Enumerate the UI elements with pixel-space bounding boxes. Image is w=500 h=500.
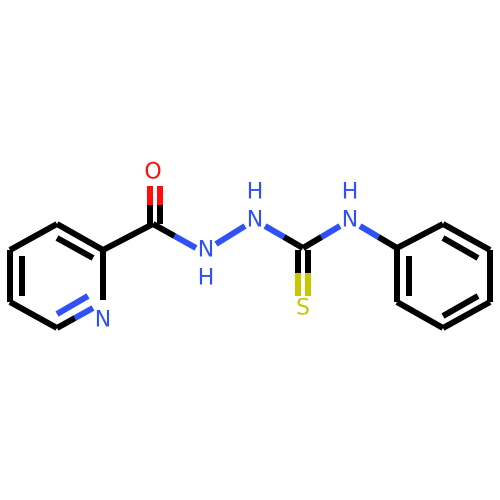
thio-bond-2-a [301, 234, 324, 251]
pyridine-nitrogen-atom-label: N [95, 308, 111, 333]
bond-layer [7, 186, 493, 331]
hydrazide-hydrogen-label: H [198, 266, 215, 291]
amine-nitrogen-atom-label: N [342, 208, 358, 233]
phenyl-inner-3 [441, 293, 480, 319]
amide-bond-a [151, 221, 176, 239]
pyridine-inner-1 [55, 235, 95, 261]
pyridine-bond-6-a [55, 315, 77, 331]
pyridine-inner-3 [55, 293, 90, 317]
hydrazine-hydrogen-label: H [247, 180, 264, 205]
thio-bond-2-b [319, 223, 342, 240]
pyridine-bond-1 [55, 221, 105, 253]
aniline-bond-a [358, 223, 381, 240]
phenyl-bond-5 [395, 299, 445, 331]
hydrazine-nitrogen-atom-label: N [247, 208, 263, 233]
phenyl-bond-1 [395, 221, 445, 251]
amide-bond-b [173, 233, 198, 251]
amine-hydrogen-label: H [342, 180, 359, 205]
aniline-bond-b [376, 234, 399, 251]
phenyl-bond-2 [441, 221, 492, 253]
hydrazine-bond [214, 223, 247, 247]
phenyl-bond-4 [441, 299, 492, 331]
thio-bond-1-a [263, 223, 286, 240]
oxygen-atom-label: O [144, 160, 161, 185]
pyridine-bond-6-b [73, 305, 95, 321]
sulfur-atom-label: S [296, 296, 310, 321]
pyridine-bond-5 [8, 299, 59, 331]
hydrazide-nitrogen-atom-label: N [198, 238, 214, 263]
pyridine-bond-3 [8, 221, 59, 253]
thio-bond-1-b [282, 234, 305, 251]
phenyl-inner-2 [441, 235, 480, 261]
atom-label-layer: O N N H N H N H S [95, 160, 359, 333]
ring-carbonyl-bond [101, 221, 155, 253]
